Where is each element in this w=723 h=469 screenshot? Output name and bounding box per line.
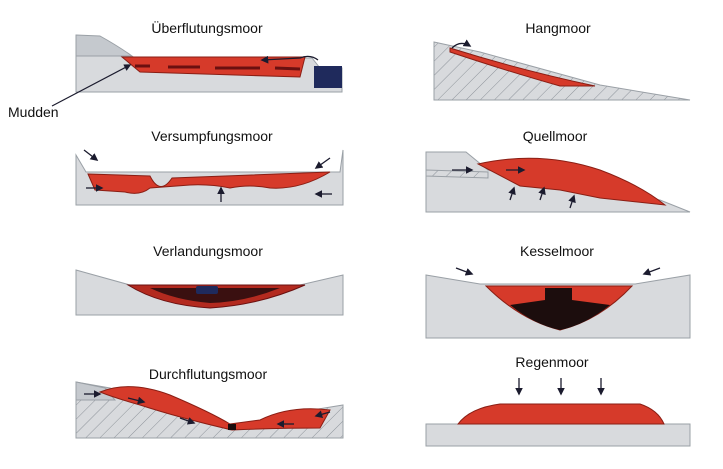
panel-kesselmoor	[425, 267, 691, 339]
ground	[433, 41, 691, 101]
inflow-arrow-right	[642, 267, 661, 276]
peat-layer	[87, 171, 331, 194]
peat-layer	[449, 47, 596, 87]
title-kesselmoor: Kesselmoor	[520, 243, 594, 259]
mudden-pointer	[51, 64, 132, 107]
aquifer-band	[425, 169, 489, 179]
peat-layer	[98, 386, 331, 431]
open-water	[196, 286, 218, 294]
panel-ueberflutungsmoor	[51, 34, 343, 107]
panel-versumpfungsmoor	[75, 149, 344, 206]
panel-durchflutungsmoor	[75, 381, 344, 439]
inflow-arrow-left	[455, 267, 474, 276]
upwelling-arrow-1	[508, 186, 516, 201]
mudden-label: Mudden	[8, 104, 59, 120]
title-versumpfungsmoor: Versumpfungsmoor	[151, 128, 273, 144]
mud-core	[510, 288, 610, 330]
mud-layer	[135, 64, 301, 71]
title-ueberflutungsmoor: Überflutungsmoor	[151, 20, 263, 36]
title-verlandungsmoor: Verlandungsmoor	[153, 243, 263, 259]
title-regenmoor: Regenmoor	[515, 354, 589, 370]
spring-arrow	[451, 39, 472, 49]
upwelling-arrow-3	[568, 194, 576, 209]
title-hangmoor: Hangmoor	[525, 20, 591, 36]
water-body	[314, 66, 342, 88]
inflow-arrow-left-top	[83, 149, 99, 161]
flow-arrow-4	[314, 410, 331, 419]
inflow-arrow-right-top	[314, 157, 331, 169]
panel-quellmoor	[425, 151, 691, 213]
title-durchflutungsmoor: Durchflutungsmoor	[148, 366, 268, 382]
upwelling-arrow-2	[538, 186, 546, 201]
mud-core	[150, 288, 280, 303]
bank	[75, 34, 134, 57]
flow-arrow-2	[179, 417, 196, 425]
flow-arrow	[260, 55, 319, 64]
peat-dome	[456, 403, 665, 425]
water-channel	[228, 424, 236, 430]
panel-verlandungsmoor	[75, 269, 344, 316]
title-quellmoor: Quellmoor	[522, 128, 588, 144]
flow-arrow-1	[127, 396, 146, 405]
peat-layer	[120, 56, 306, 78]
panel-regenmoor	[425, 378, 691, 447]
ground	[425, 423, 691, 447]
panel-hangmoor	[433, 39, 691, 101]
